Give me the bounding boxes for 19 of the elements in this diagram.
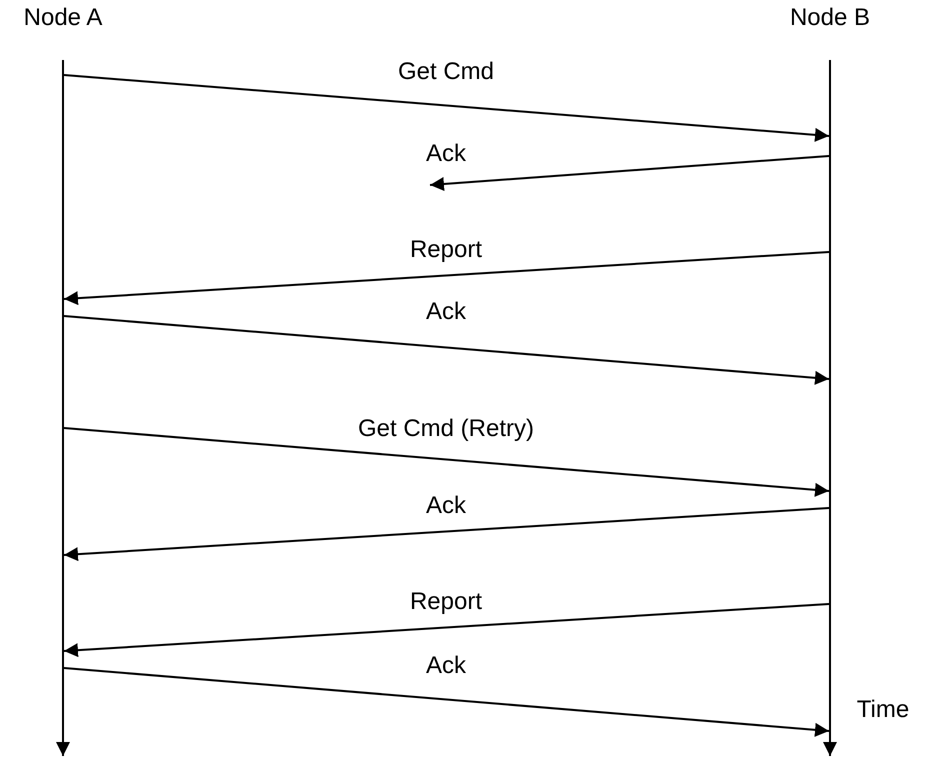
edge-label: Ack bbox=[426, 298, 466, 326]
edge-label: Get Cmd (Retry) bbox=[358, 415, 534, 443]
message-arrow bbox=[64, 507, 830, 562]
message-arrow bbox=[64, 74, 830, 142]
edge-label: Get Cmd bbox=[398, 58, 494, 86]
edge-label: Ack bbox=[426, 652, 466, 680]
message-arrow bbox=[64, 427, 830, 497]
axis-label: Time bbox=[856, 696, 910, 724]
message-arrow bbox=[64, 251, 830, 306]
edge-label: Ack bbox=[426, 140, 466, 168]
edge-label: Ack bbox=[426, 492, 466, 520]
message-arrow bbox=[430, 155, 830, 191]
edge-label: Report bbox=[410, 588, 482, 616]
message-arrow bbox=[64, 667, 830, 737]
node-name: Node A bbox=[24, 4, 102, 32]
message-arrow bbox=[64, 315, 830, 385]
node-name: Node B bbox=[790, 4, 870, 32]
message-arrow bbox=[64, 603, 830, 658]
edge-label: Report bbox=[410, 236, 482, 264]
